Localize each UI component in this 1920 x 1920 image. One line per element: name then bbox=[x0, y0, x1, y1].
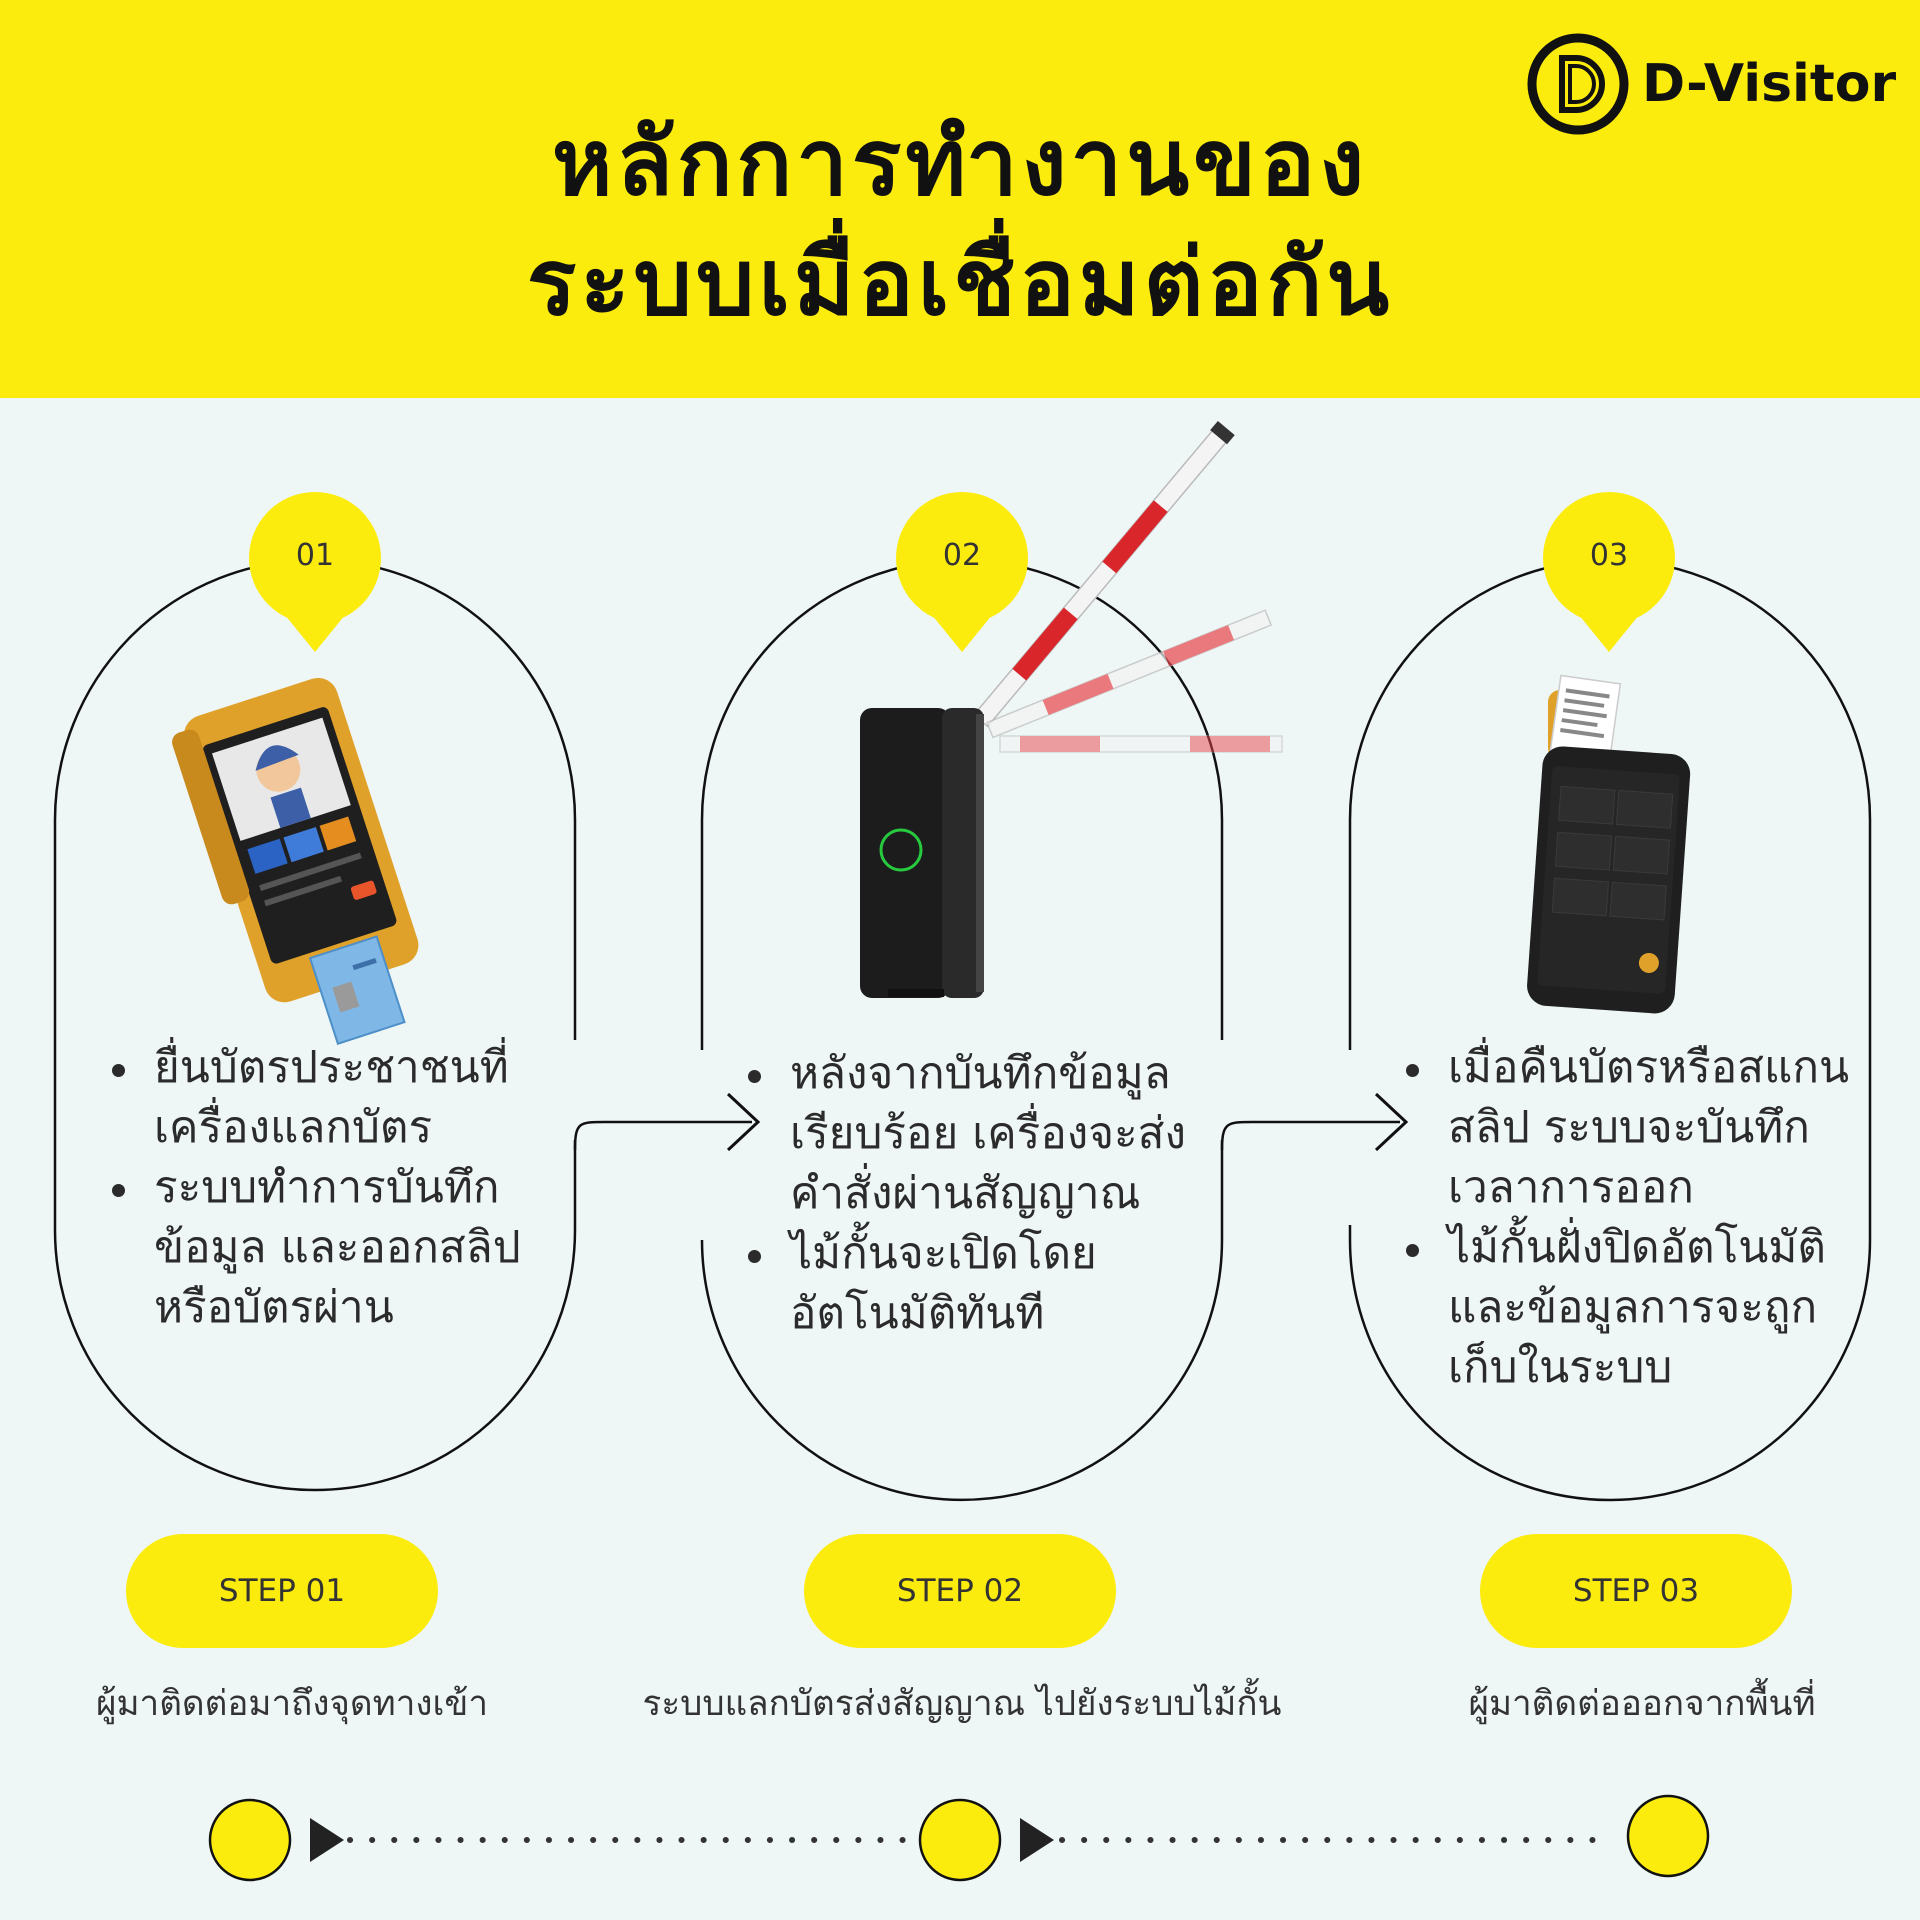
connector-1-2-arrow-icon bbox=[726, 1092, 761, 1152]
step-2-bullet-2: ไม้กั้นจะเปิดโดย อัตโนมัติทันที bbox=[744, 1224, 1204, 1344]
step-2-number-badge bbox=[896, 492, 1028, 652]
step-1-bullets: ยื่นบัตรประชาชนที่ เครื่องแลกบัตร ระบบทำ… bbox=[108, 1038, 568, 1338]
timeline-node-3 bbox=[1626, 1794, 1710, 1878]
step-2-description: ระบบแลกบัตรส่งสัญญาณ ไปยังระบบไม้กั้น bbox=[642, 1684, 1282, 1724]
page-title-line-2: ระบบเมื่อเชื่อมต่อกัน bbox=[526, 229, 1394, 336]
step-2-label: STEP 02 bbox=[804, 1534, 1116, 1648]
brand-logo: D-Visitor bbox=[1524, 30, 1904, 140]
step-3-number-badge bbox=[1543, 492, 1675, 652]
brand-name: D-Visitor bbox=[1642, 54, 1897, 114]
connector-2-3-arrow-icon bbox=[1374, 1092, 1409, 1152]
step-3-bullet-1: เมื่อคืนบัตรหรือสแกน สลิป ระบบจะบันทึก เ… bbox=[1402, 1038, 1872, 1218]
step-3-bullets: เมื่อคืนบัตรหรือสแกน สลิป ระบบจะบันทึก เ… bbox=[1402, 1038, 1872, 1398]
step-1-bullet-2: ระบบทำการบันทึก ข้อมูล และออกสลิป หรือบั… bbox=[108, 1158, 568, 1338]
step-1-number: 01 bbox=[295, 538, 335, 573]
page-title-line-1: หลักการทำงานของ bbox=[551, 109, 1369, 216]
step-2-bullet-1: หลังจากบันทึกข้อมูล เรียบร้อย เครื่องจะส… bbox=[744, 1044, 1204, 1224]
timeline-arrow-2-icon bbox=[1020, 1818, 1054, 1862]
header-banner: หลักการทำงานของ ระบบเมื่อเชื่อมต่อกัน D-… bbox=[0, 0, 1920, 398]
timeline bbox=[208, 1794, 1710, 1882]
step-1-bullet-1: ยื่นบัตรประชาชนที่ เครื่องแลกบัตร bbox=[108, 1038, 568, 1158]
step-3-label: STEP 03 bbox=[1480, 1534, 1792, 1648]
step-2-number: 02 bbox=[942, 538, 982, 573]
connector-2-3 bbox=[1220, 1120, 1400, 1151]
step-3-description: ผู้มาติดต่อออกจากพื้นที่ bbox=[1468, 1684, 1816, 1724]
timeline-node-2 bbox=[918, 1798, 1002, 1882]
step-1-frame bbox=[53, 558, 577, 1492]
timeline-node-1 bbox=[208, 1798, 292, 1882]
step-3-frame bbox=[1348, 558, 1872, 1502]
step-1-label: STEP 01 bbox=[126, 1534, 438, 1648]
step-3-bullet-2: ไม้กั้นฝั่งปิดอัตโนมัติ และข้อมูลการจะถู… bbox=[1402, 1218, 1872, 1398]
step-2-frame bbox=[700, 558, 1224, 1502]
d-logo-icon bbox=[1527, 33, 1629, 135]
card-exchange-kiosk-icon bbox=[172, 677, 419, 1046]
connector-1-2 bbox=[573, 1120, 752, 1151]
step-2-bullets: หลังจากบันทึกข้อมูล เรียบร้อย เครื่องจะส… bbox=[744, 1044, 1204, 1344]
step-1-number-badge bbox=[249, 492, 381, 652]
receipt-printer-handheld-icon bbox=[1527, 674, 1691, 1014]
timeline-arrow-1-icon bbox=[310, 1818, 344, 1862]
parking-barrier-gate-icon bbox=[860, 420, 1283, 998]
step-3-number: 03 bbox=[1589, 538, 1629, 573]
step-1-description: ผู้มาติดต่อมาถึงจุดทางเข้า bbox=[95, 1684, 489, 1724]
